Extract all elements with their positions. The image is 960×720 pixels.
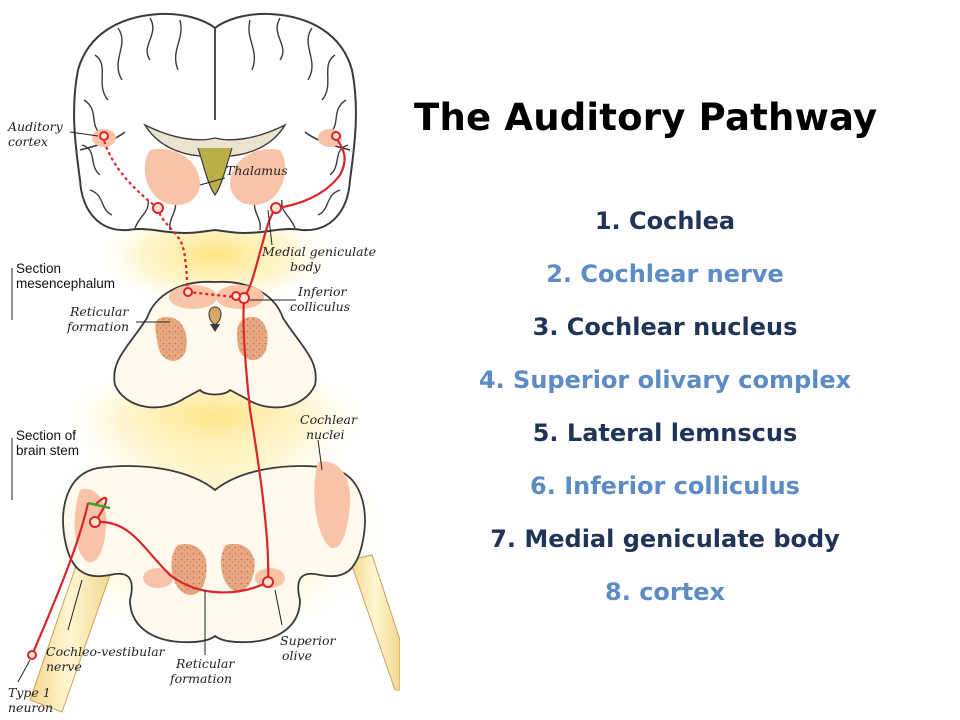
green-fiber xyxy=(87,501,111,510)
pathway-synapses xyxy=(27,131,341,660)
cerebrum-section xyxy=(73,12,357,234)
pathway-steps-list: 1. Cochlea 2. Cochlear nerve 3. Cochlear… xyxy=(430,202,900,626)
nerve-bundles xyxy=(29,554,400,713)
step-item: 2. Cochlear nerve xyxy=(546,260,784,288)
step-item: 4. Superior olivary complex xyxy=(478,366,852,394)
brainstem-section xyxy=(62,461,366,644)
step-item: 8. cortex xyxy=(605,578,725,606)
step-item: 5. Lateral lemnscus xyxy=(532,419,798,447)
step-item: 1. Cochlea xyxy=(594,207,736,235)
step-item: 3. Cochlear nucleus xyxy=(532,313,798,341)
page-title: The Auditory Pathway xyxy=(414,96,878,139)
auditory-pathway-lines xyxy=(30,137,346,656)
leader-lines xyxy=(11,131,323,683)
step-item: 7. Medial geniculate body xyxy=(490,525,840,553)
step-item: 6. Inferior colliculus xyxy=(530,472,800,500)
label-thalamus: Thalamus xyxy=(226,163,288,178)
mesencephalon-section xyxy=(113,281,317,409)
